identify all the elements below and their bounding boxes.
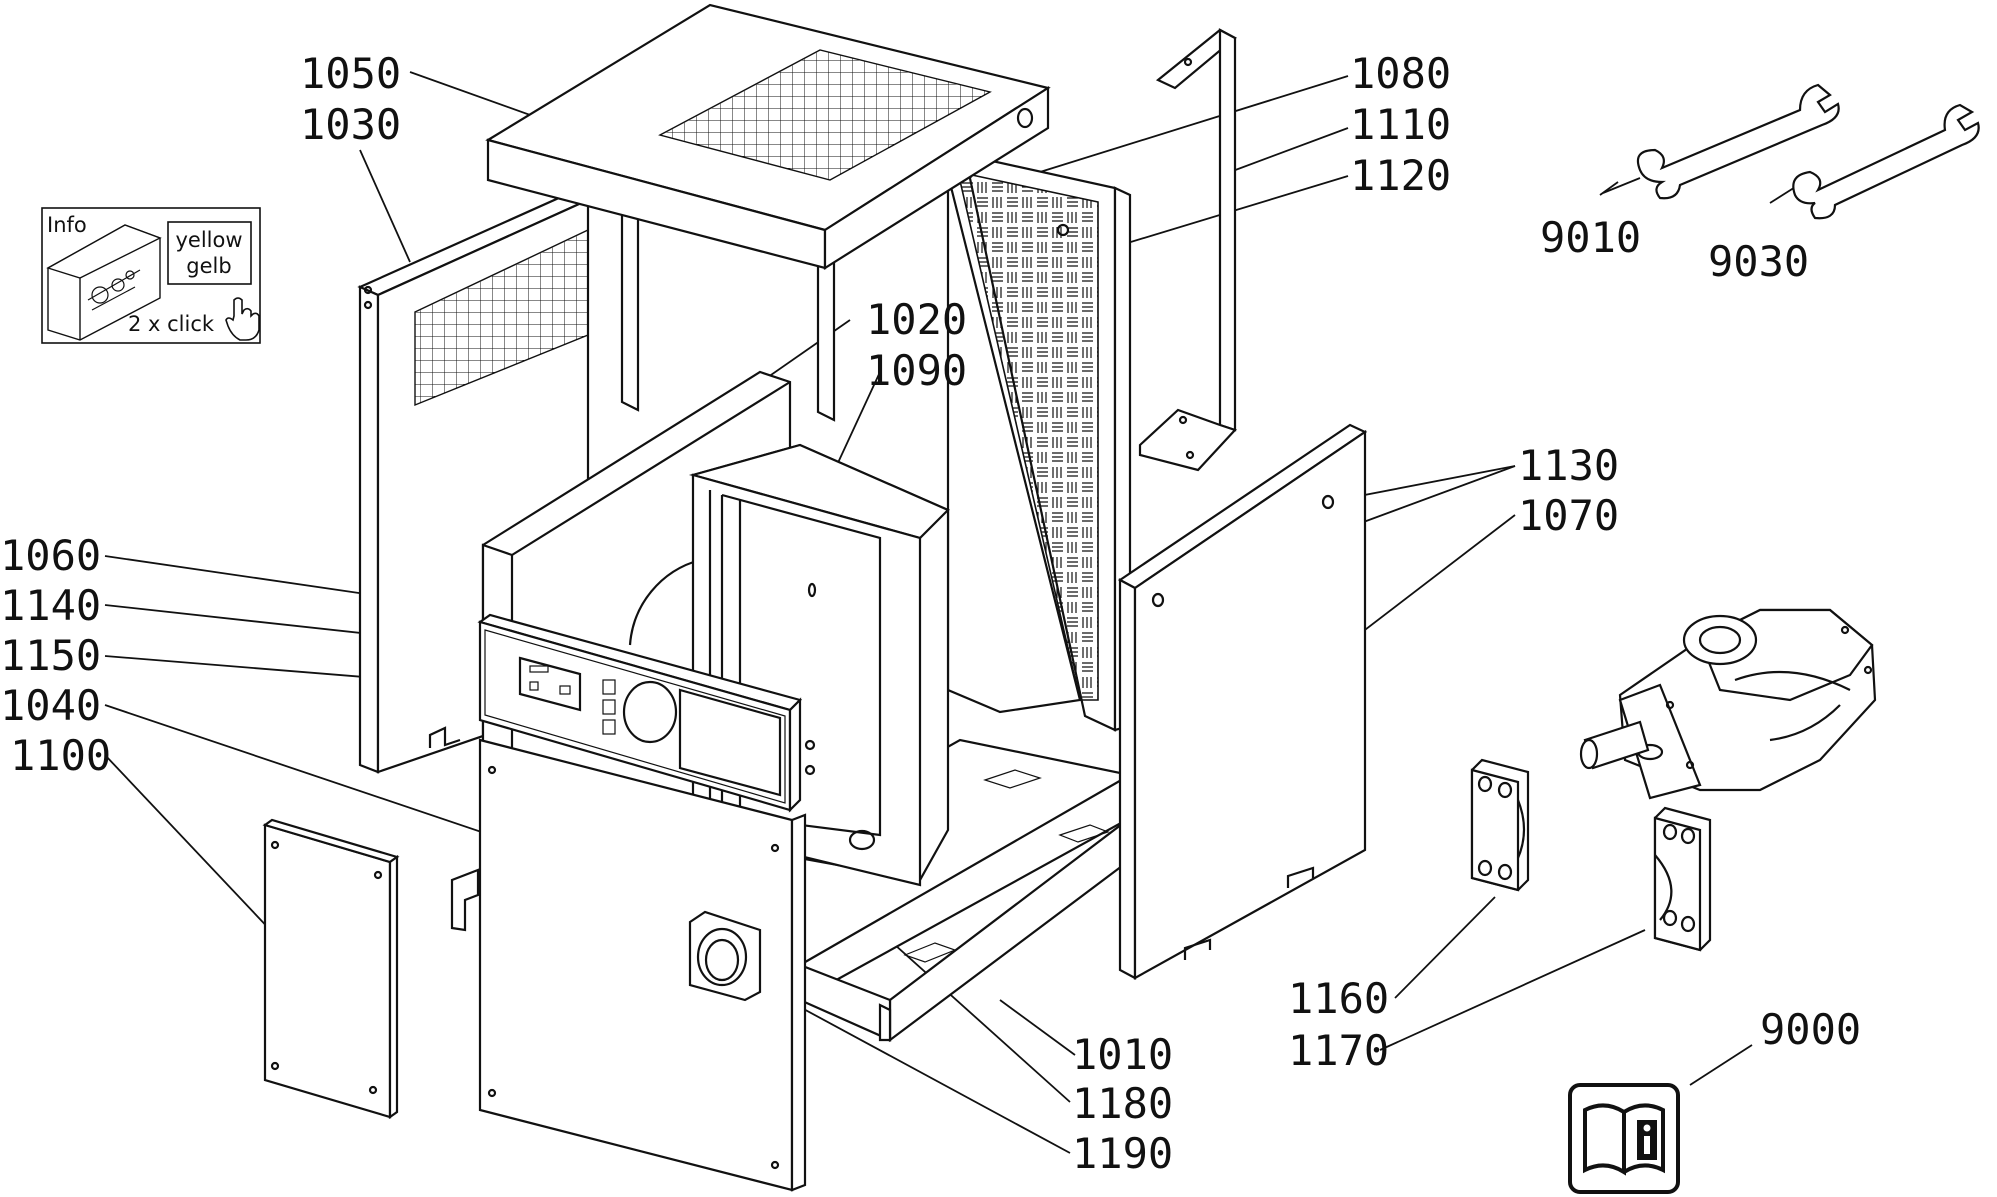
label-9000[interactable]: 9000 <box>1760 1005 1861 1054</box>
label-1010[interactable]: 1010 <box>1072 1030 1173 1079</box>
part-1070-right-panel[interactable] <box>1117 423 1368 980</box>
color-label-de: gelb <box>186 254 231 278</box>
part-1100-small-cover[interactable] <box>262 818 400 1120</box>
label-1030[interactable]: 1030 <box>300 100 401 149</box>
part-1140-control-panel[interactable] <box>477 613 816 813</box>
part-1190-selector-switch[interactable] <box>688 910 762 1002</box>
part-1180-round-display <box>622 680 678 744</box>
info-title: Info <box>47 213 87 237</box>
part-1040-front-door[interactable] <box>450 738 807 1192</box>
label-1170[interactable]: 1170 <box>1288 1026 1389 1075</box>
part-1160-clamp[interactable] <box>1470 758 1530 892</box>
part-9030-wrench[interactable] <box>1792 103 1980 220</box>
part-9010-wrench[interactable] <box>1636 83 1840 200</box>
label-1190[interactable]: 1190 <box>1072 1129 1173 1178</box>
part-1080-rear-panel[interactable] <box>946 153 1132 732</box>
label-9010[interactable]: 9010 <box>1540 213 1641 262</box>
label-1100[interactable]: 1100 <box>10 731 111 780</box>
label-1110[interactable]: 1110 <box>1350 100 1451 149</box>
label-1120[interactable]: 1120 <box>1350 151 1451 200</box>
thumbnail-image[interactable] <box>46 224 162 341</box>
label-9030[interactable]: 9030 <box>1708 237 1809 286</box>
label-1090[interactable]: 1090 <box>866 346 967 395</box>
part-1090-housing[interactable] <box>688 443 950 887</box>
label-1160[interactable]: 1160 <box>1288 974 1389 1023</box>
label-1040[interactable]: 1040 <box>0 681 101 730</box>
book-info-icon[interactable] <box>1568 1083 1680 1194</box>
info-box[interactable]: Info yellow gelb 2 x click <box>41 207 261 344</box>
part-1150-display-unit[interactable] <box>518 656 582 712</box>
color-swatch-box <box>167 221 252 285</box>
label-1150[interactable]: 1150 <box>0 631 101 680</box>
label-1050[interactable]: 1050 <box>300 49 401 98</box>
color-label-en: yellow <box>175 228 242 252</box>
part-1170-clamp[interactable] <box>1653 806 1712 952</box>
part-labels: 1050 1030 1080 1110 1120 9010 9030 1020 … <box>0 49 1861 1178</box>
double-click-hint: 2 x click <box>128 312 215 336</box>
hand-pointer-icon <box>225 297 260 341</box>
compressor-airend[interactable] <box>1579 608 1877 800</box>
label-1130[interactable]: 1130 <box>1518 441 1619 490</box>
label-1140[interactable]: 1140 <box>0 581 101 630</box>
label-1080[interactable]: 1080 <box>1350 49 1451 98</box>
part-1050-top-cover[interactable] <box>485 3 1051 270</box>
label-1070[interactable]: 1070 <box>1518 491 1619 540</box>
label-1060[interactable]: 1060 <box>0 531 101 580</box>
label-1020[interactable]: 1020 <box>866 295 967 344</box>
label-1180[interactable]: 1180 <box>1072 1079 1173 1128</box>
part-1110-bracket[interactable] <box>1138 28 1237 472</box>
